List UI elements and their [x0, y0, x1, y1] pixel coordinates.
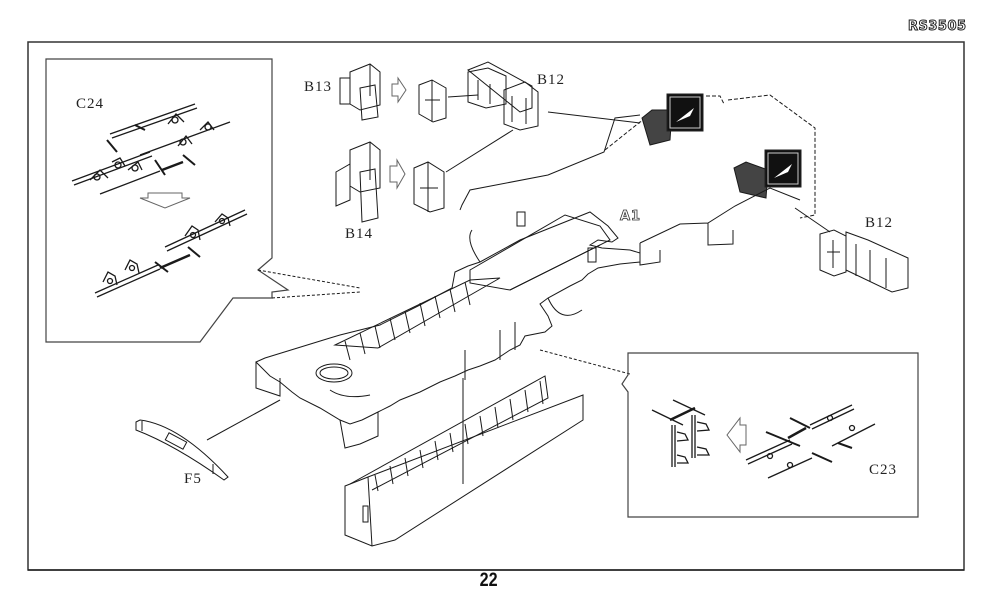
c24-leader-line — [257, 269, 361, 299]
c23-detail-box — [621, 352, 919, 518]
b13-cabinet — [418, 79, 447, 123]
right-corridor-wall — [639, 187, 801, 266]
label-b12-top: B12 — [537, 72, 566, 88]
b12-right-locker-bank — [819, 229, 909, 293]
c23-fret-unfolded — [745, 404, 876, 479]
label-f5: F5 — [184, 471, 202, 487]
b14-fold-arrow-icon — [389, 158, 406, 190]
lower-side-wall — [344, 375, 584, 547]
monitor-panel-right — [733, 149, 802, 199]
b12-top-locker-bank — [467, 61, 539, 131]
label-c23: C23 — [869, 462, 898, 478]
b13-leader — [447, 94, 479, 98]
upper-deck-outline — [604, 94, 816, 219]
hull-frames — [344, 281, 471, 361]
b12-right-leader — [794, 207, 831, 233]
c24-detail-box — [45, 58, 290, 343]
f5-leader — [206, 399, 281, 441]
kit-code: RS3505 — [908, 19, 967, 35]
b14-part — [335, 141, 381, 223]
label-c24: C24 — [76, 96, 105, 112]
wall-frames — [374, 380, 544, 492]
label-a1: A1 — [620, 209, 642, 225]
page-frame — [27, 41, 965, 571]
b14-cabinet — [413, 161, 445, 213]
page-number: 22 — [479, 570, 498, 591]
b12-top-leader — [547, 111, 641, 124]
c24-fret-folded — [94, 209, 248, 298]
c23-fret-folded — [651, 399, 711, 467]
a1-leader — [539, 349, 631, 375]
b13-part — [339, 63, 381, 121]
monitor-panel-top — [641, 93, 704, 146]
b14-leader — [445, 129, 514, 173]
label-b14: B14 — [345, 226, 374, 242]
c24-fret-unfolded — [71, 103, 231, 195]
b13-fold-arrow-icon — [391, 76, 407, 104]
c24-fold-arrow-icon — [139, 192, 191, 209]
f5-part — [135, 419, 229, 481]
label-b12-right: B12 — [865, 215, 894, 231]
main-hull-a1 — [255, 211, 641, 449]
label-b13: B13 — [304, 79, 333, 95]
c23-fold-arrow-icon — [726, 416, 747, 454]
deck-edge-left — [459, 114, 641, 211]
